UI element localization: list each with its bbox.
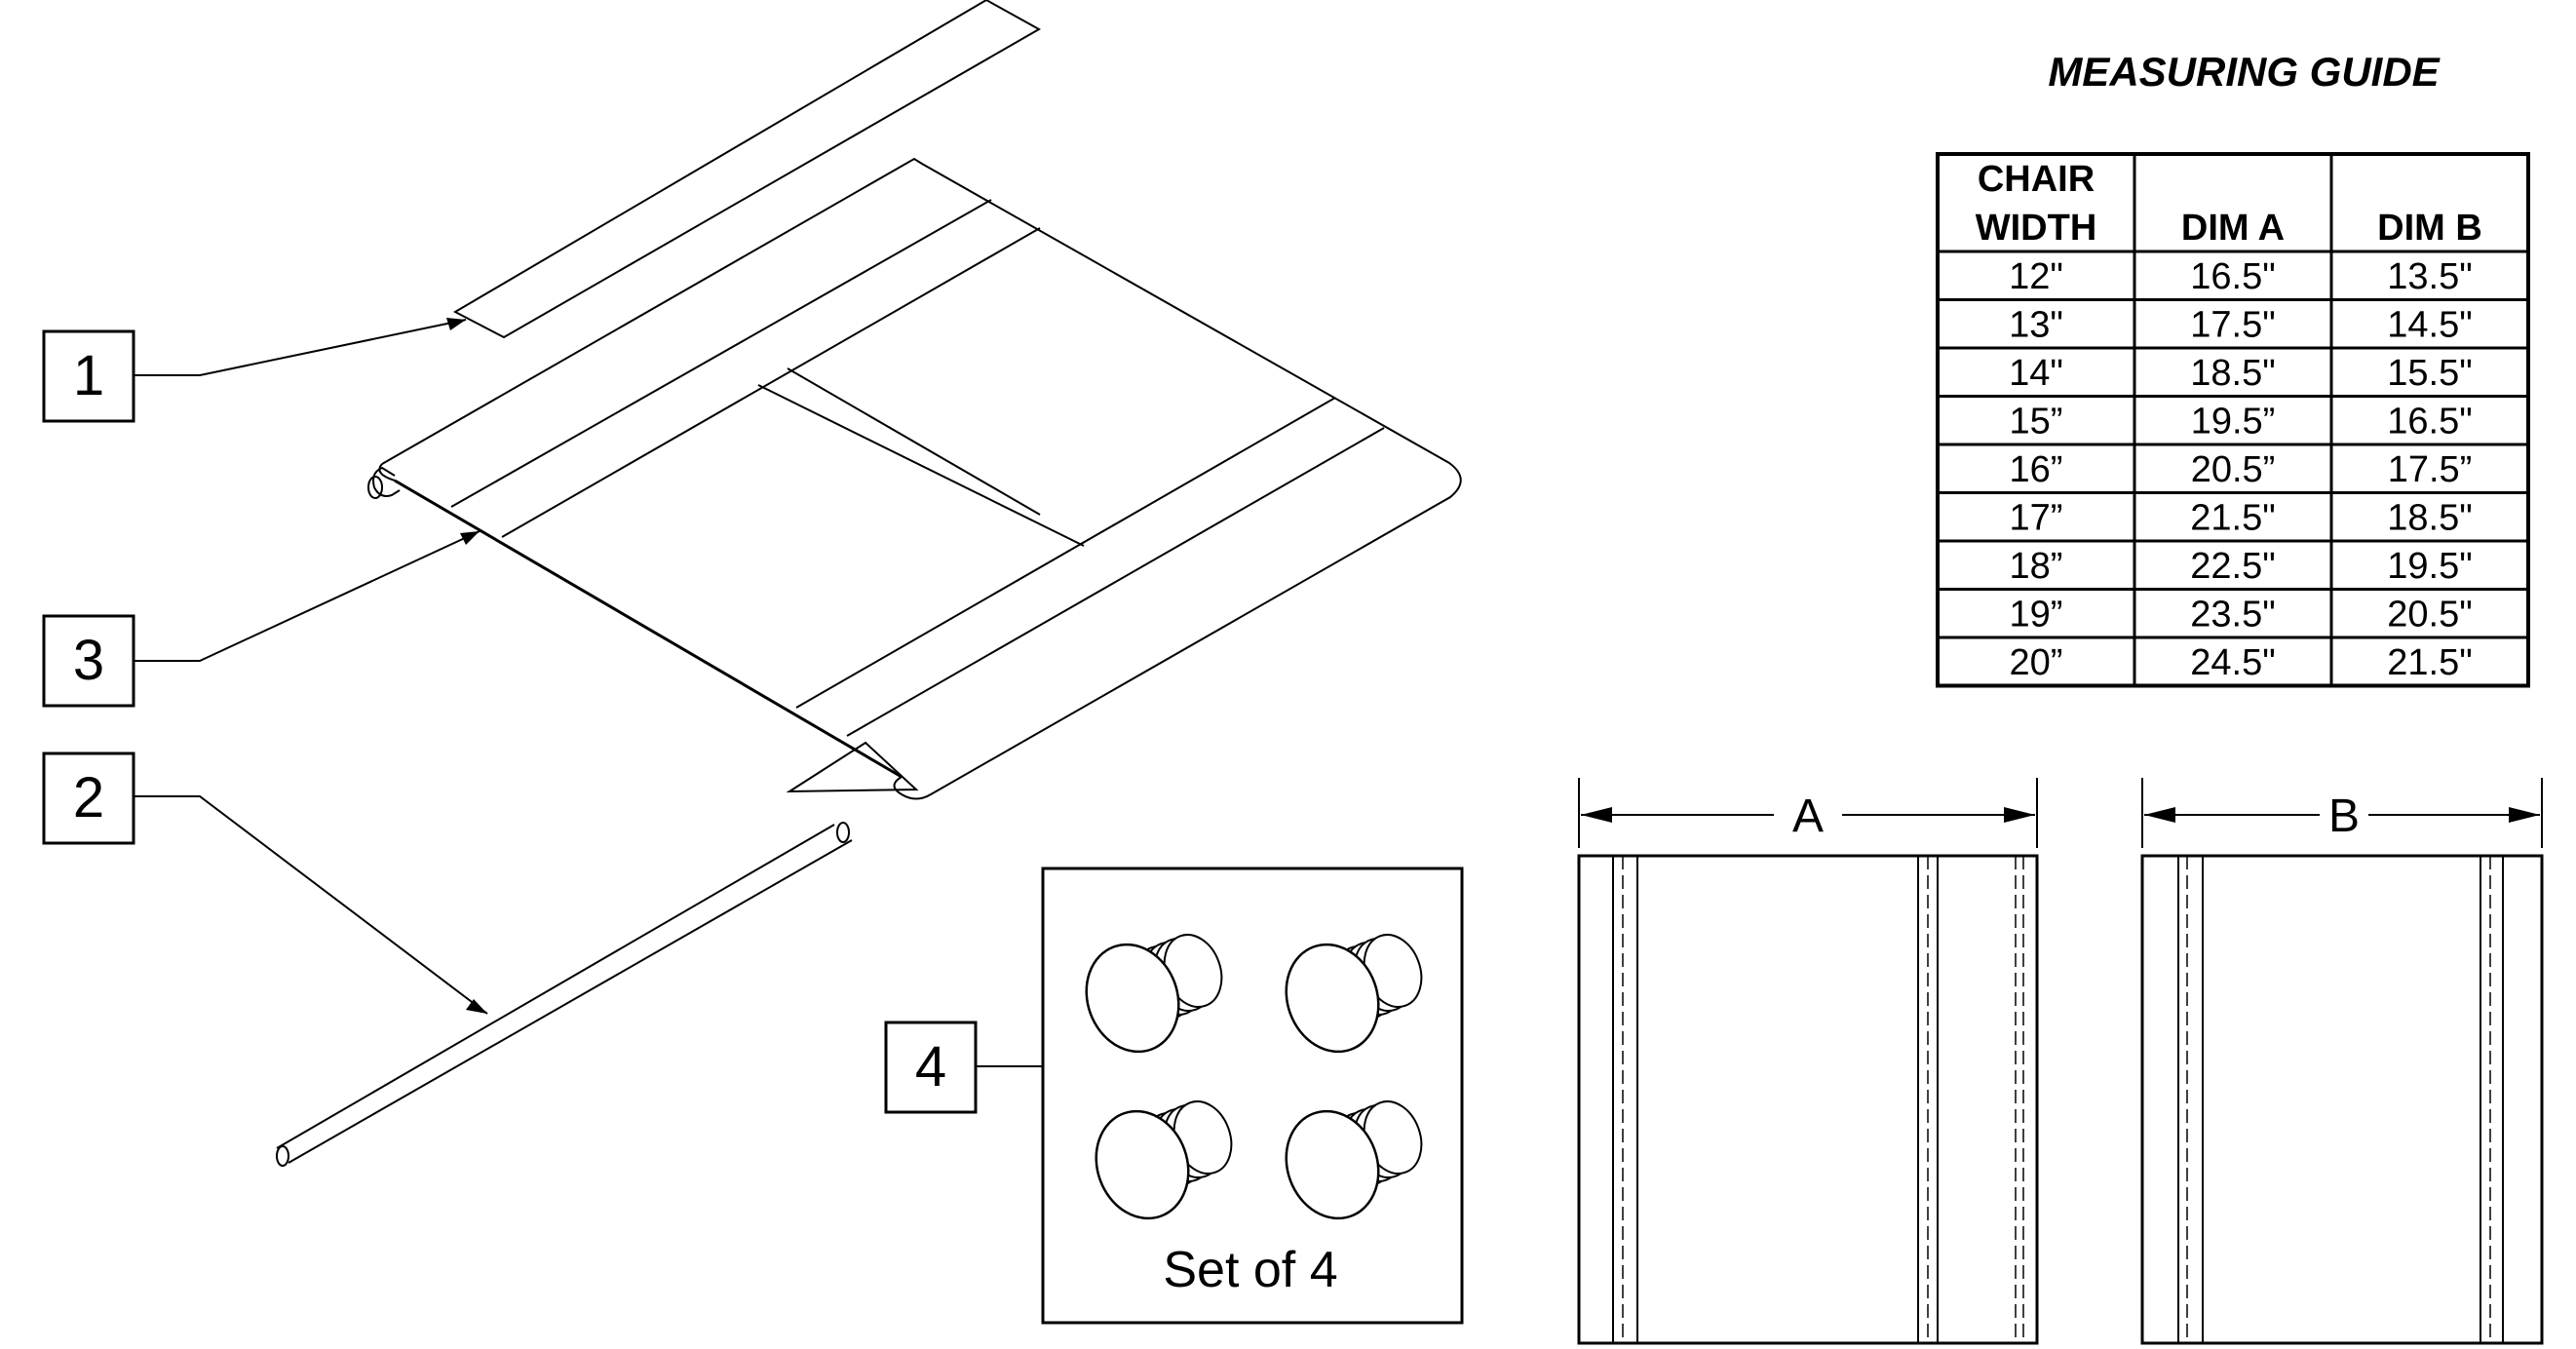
guide-cell: 14" [2009,353,2063,394]
guide-cell: 23.5" [2190,595,2275,636]
guide-cell: 16.5" [2190,256,2275,297]
guide-cell: 17.5" [2190,305,2275,346]
measuring-guide: MEASURING GUIDE CHAIR WIDTH DIM A DIM B 12" 1… [1936,49,2530,688]
guide-cell: 19.5” [2191,402,2276,443]
guide-cell: 21.5" [2387,642,2472,683]
plug-icon [1085,934,1223,1054]
guide-cell: 20.5” [2191,449,2276,490]
guide-cell: 15” [2010,402,2063,443]
plug-set [1085,934,1423,1220]
callout-1: 1 [42,329,135,423]
guide-cell: 24.5" [2190,642,2275,683]
guide-header-cell: DIM B [2377,208,2482,249]
guide-cell: 17.5” [2388,449,2473,490]
guide-cell: 20” [2010,642,2063,683]
guide-cell: 13" [2009,305,2063,346]
part-1-strip [452,0,1042,339]
guide-cell: 18.5" [2387,498,2472,539]
guide-header-cell: WIDTH [1976,208,2097,249]
part-3-upholstery [367,157,1462,800]
callout-4-label: 4 [915,1035,946,1098]
guide-cell: 12" [2009,256,2063,297]
guide-cell: 14.5" [2387,305,2472,346]
plug-icon [1285,1100,1423,1220]
part-2-rod [276,822,853,1167]
guide-cell: 16” [2010,449,2063,490]
callout-2: 2 [42,752,135,845]
leader-lines [134,318,1043,1067]
part-4-plugs-panel: Set of 4 [1041,867,1464,1325]
plug-icon [1095,1100,1233,1220]
guide-cell: 21.5" [2190,498,2275,539]
plugs-caption: Set of 4 [1163,1242,1337,1298]
dim-a-label: A [1792,790,1824,842]
callout-4: 4 [884,1021,978,1114]
measuring-guide-title: MEASURING GUIDE [2048,49,2441,95]
callout-1-label: 1 [73,344,104,407]
guide-header-cell: DIM A [2181,208,2285,249]
dimension-a-view: A [1577,778,2039,1345]
dim-b-label: B [2328,790,2360,842]
dimension-b-view: B [2140,778,2544,1345]
callout-3-label: 3 [73,629,104,692]
guide-cell: 18.5" [2190,353,2275,394]
guide-cell: 20.5" [2387,595,2472,636]
guide-cell: 19” [2010,595,2063,636]
guide-cell: 13.5" [2387,256,2472,297]
guide-cell: 15.5" [2387,353,2472,394]
measuring-guide-table: CHAIR WIDTH DIM A DIM B 12" 16.5" 13.5" 13" 17.5… [1936,152,2530,688]
guide-cell: 19.5" [2387,546,2472,587]
guide-cell: 22.5" [2190,546,2275,587]
guide-header-cell: CHAIR [1978,159,2095,200]
guide-cell: 16.5" [2387,402,2472,443]
callout-3: 3 [42,614,135,708]
guide-cell: 18” [2010,546,2063,587]
guide-cell: 17” [2010,498,2063,539]
callout-2-label: 2 [73,766,104,829]
plug-icon [1285,934,1423,1054]
